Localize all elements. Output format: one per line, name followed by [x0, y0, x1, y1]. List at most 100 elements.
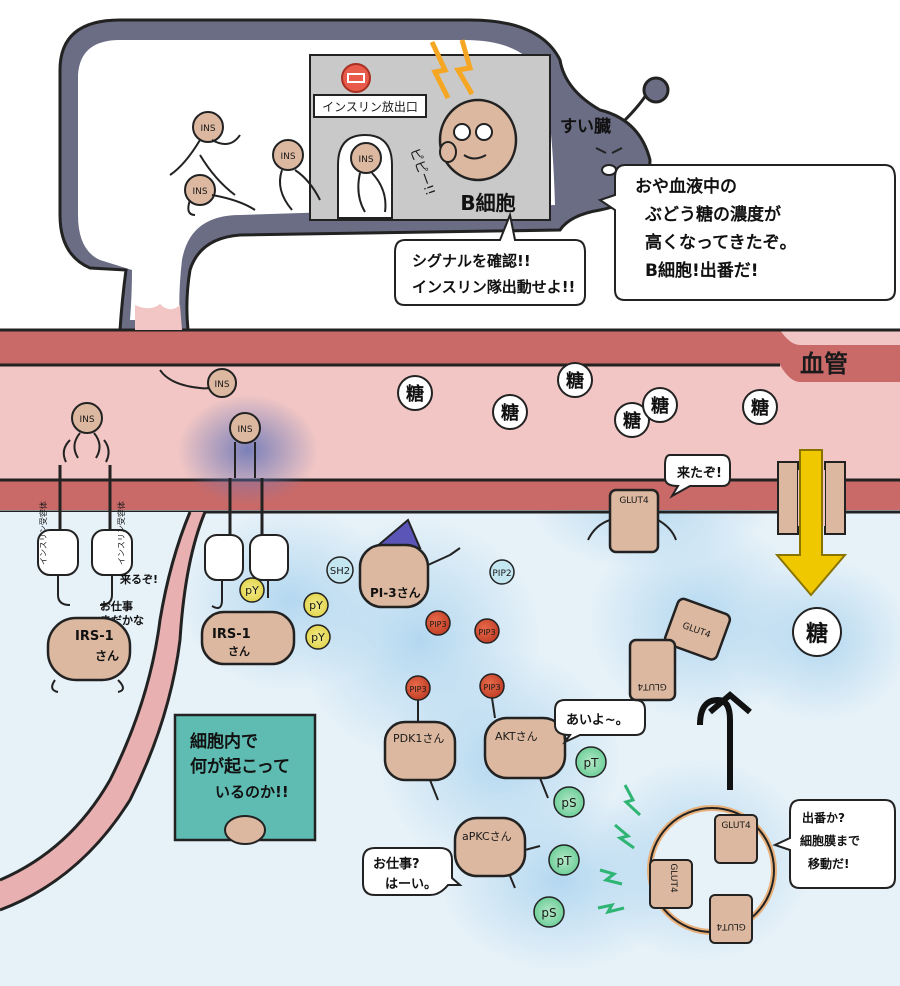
irs1-character: [46, 616, 132, 693]
glut4-transporter: [663, 597, 732, 661]
glucose-label: 糖: [406, 383, 424, 405]
pancreas-speech-line: 高くなってきたぞ。: [645, 232, 797, 253]
signal-lightning-icon: [599, 868, 623, 886]
glut4-vesicle: [647, 805, 777, 944]
glucose-molecule: [792, 607, 842, 657]
pi3-kinase-character: [358, 518, 461, 609]
receptor-label: インスリン受容体: [116, 501, 126, 565]
py-label: pY: [245, 584, 259, 597]
info-box: [173, 713, 317, 845]
b-cell-speech-bubble: [394, 211, 586, 306]
glut4-label: GLUT4: [637, 681, 667, 691]
glut4-speech-bubble: [664, 454, 731, 499]
pip3-label: PIP3: [483, 683, 500, 692]
insulin-character: [159, 368, 237, 398]
glucose-entry-arrow: [774, 449, 848, 597]
glucose-label: 糖: [651, 395, 669, 417]
glucose-label: 糖: [751, 397, 769, 419]
came-text: 来るぞ!: [119, 572, 158, 586]
pancreas-speech-line: ぶどう糖の濃度が: [644, 204, 781, 225]
glucose-molecule: [397, 375, 433, 411]
receptor-label: インスリン受容体: [38, 501, 48, 565]
glucose-molecule: [614, 402, 650, 438]
insulin-label: INS: [358, 155, 373, 165]
irs1-character-active: [200, 610, 296, 666]
insulin-label: INS: [192, 187, 207, 197]
pip3-label: PIP3: [429, 620, 446, 629]
insulin-label: INS: [237, 425, 252, 435]
pancreas-fist: [623, 76, 670, 122]
alarm-lightning-icon: [454, 39, 475, 96]
glut4-arrived-text: 来たぞ!: [676, 465, 722, 481]
akt-speech: あいよ~。: [566, 713, 629, 728]
glucose-molecule: [742, 389, 778, 425]
py-label: pY: [309, 599, 323, 612]
sh2-label: SH2: [330, 566, 350, 577]
insulin-character: [62, 402, 110, 463]
akt-label: AKTさん: [495, 730, 538, 743]
py-phosphate: [239, 577, 265, 603]
py-phosphate: [305, 624, 331, 650]
apkc-character: [453, 816, 541, 889]
glucose-label: 糖: [566, 370, 584, 392]
glucose-molecule: [492, 394, 528, 430]
pancreas-speech-bubble: [597, 164, 896, 301]
insulin-character: [229, 412, 261, 478]
pip3-molecule: [425, 610, 451, 636]
ps-phosphate: [553, 786, 585, 818]
insulin-receptor: [37, 465, 133, 606]
irs1-label: さん: [95, 649, 119, 663]
vesicle-speech-bubble: [772, 799, 896, 889]
pancreas-label: すい臓: [560, 117, 611, 137]
glucose-label: 糖: [501, 402, 519, 424]
signal-lightning-icon: [623, 784, 642, 817]
apkc-speech: はーい。: [385, 877, 437, 892]
sh2-domain: [326, 556, 354, 584]
pt-phosphate: [548, 844, 580, 876]
infobox-line: 何が起こって: [190, 756, 290, 777]
b-cell-label: B細胞: [460, 191, 515, 215]
ps-label: pS: [561, 796, 576, 810]
insulin-character: [272, 139, 321, 211]
insulin-character: [184, 174, 256, 216]
signal-lightning-icon: [614, 823, 635, 850]
glucose-label: 糖: [623, 410, 641, 432]
insulin-exit-sign: インスリン放出口: [322, 99, 418, 114]
irs1-label: IRS-1: [75, 629, 114, 644]
pip3-molecule: [474, 618, 500, 644]
apkc-label: aPKCさん: [462, 830, 512, 843]
waiting-text: お仕事: [100, 599, 133, 613]
pdk1-label: PDK1さん: [393, 732, 444, 745]
receptor-binding-glow: [178, 395, 318, 505]
py-label: pY: [311, 631, 325, 644]
ps-label: pS: [541, 906, 556, 920]
apkc-speech-bubble: [362, 847, 463, 896]
pip2-label: PIP2: [492, 569, 511, 579]
upward-movement-arrow: [697, 691, 752, 790]
insulin-label: INS: [280, 152, 295, 162]
insulin-character: [169, 111, 241, 196]
glut4-label: GLUT4: [716, 921, 746, 931]
irs1-label: さん: [228, 645, 250, 658]
b-cell-speech-line: インスリン隊出動せよ!!: [412, 278, 575, 296]
vesicle-speech: 移動だ!: [808, 856, 849, 871]
akt-speech-bubble: [554, 699, 646, 745]
infobox-line: いるのか!!: [215, 783, 289, 801]
glut4-transporter: [587, 488, 677, 554]
b-cell-character: [438, 98, 518, 182]
infobox-line: 細胞内で: [190, 731, 258, 752]
glucose-molecule: [557, 362, 593, 398]
left-cell-interior: [0, 512, 190, 880]
vesicle-speech: 出番か?: [802, 810, 845, 825]
irs1-label: IRS-1: [212, 627, 251, 642]
vessel-label: 血管: [800, 350, 848, 378]
b-cell-speech-line: シグナルを確認!!: [412, 252, 531, 270]
glut4-label: GLUT4: [619, 496, 649, 506]
alarm-lightning-icon: [429, 40, 451, 100]
pt-phosphate: [575, 746, 607, 778]
pt-label: pT: [584, 756, 600, 770]
signal-lightning-icon: [597, 902, 625, 915]
py-phosphate: [303, 592, 329, 618]
apkc-speech: お仕事?: [373, 856, 420, 872]
